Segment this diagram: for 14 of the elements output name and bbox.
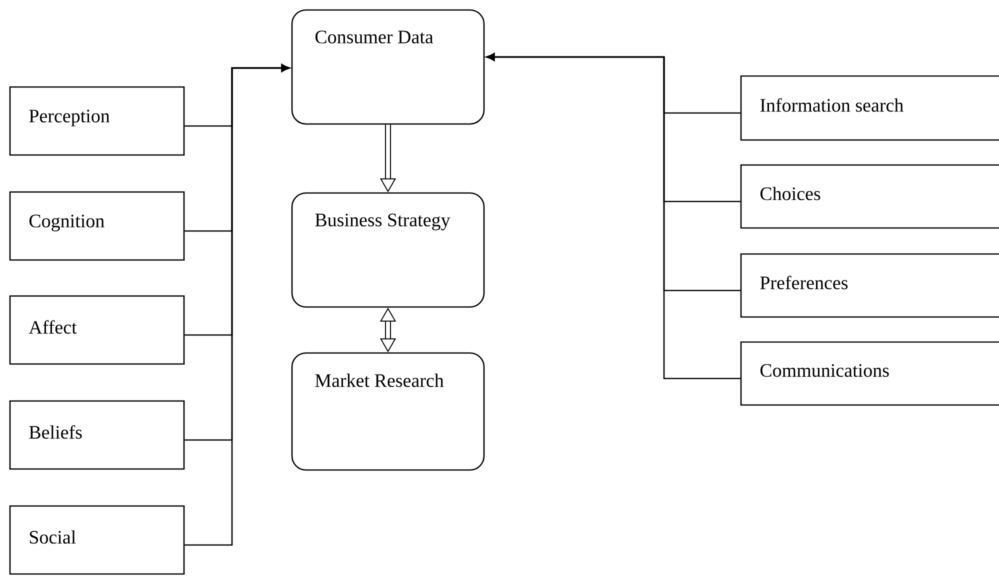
text-box: Beliefs	[9, 400, 185, 470]
connector-arrow	[184, 64, 290, 546]
text-box: Communications	[740, 341, 999, 406]
rounded-box: Business Strategy	[291, 192, 485, 308]
text-box: Choices	[740, 164, 999, 229]
text-box: Information search	[740, 75, 999, 141]
rounded-box: Market Research	[291, 352, 485, 471]
rounded-box: Consumer Data	[291, 9, 485, 125]
connector-arrow	[486, 53, 740, 380]
text-box: Perception	[9, 86, 185, 156]
text-box: Preferences	[740, 253, 999, 318]
text-box: Affect	[9, 295, 185, 365]
text-box: Social	[9, 505, 185, 575]
text-box: Cognition	[9, 191, 185, 261]
